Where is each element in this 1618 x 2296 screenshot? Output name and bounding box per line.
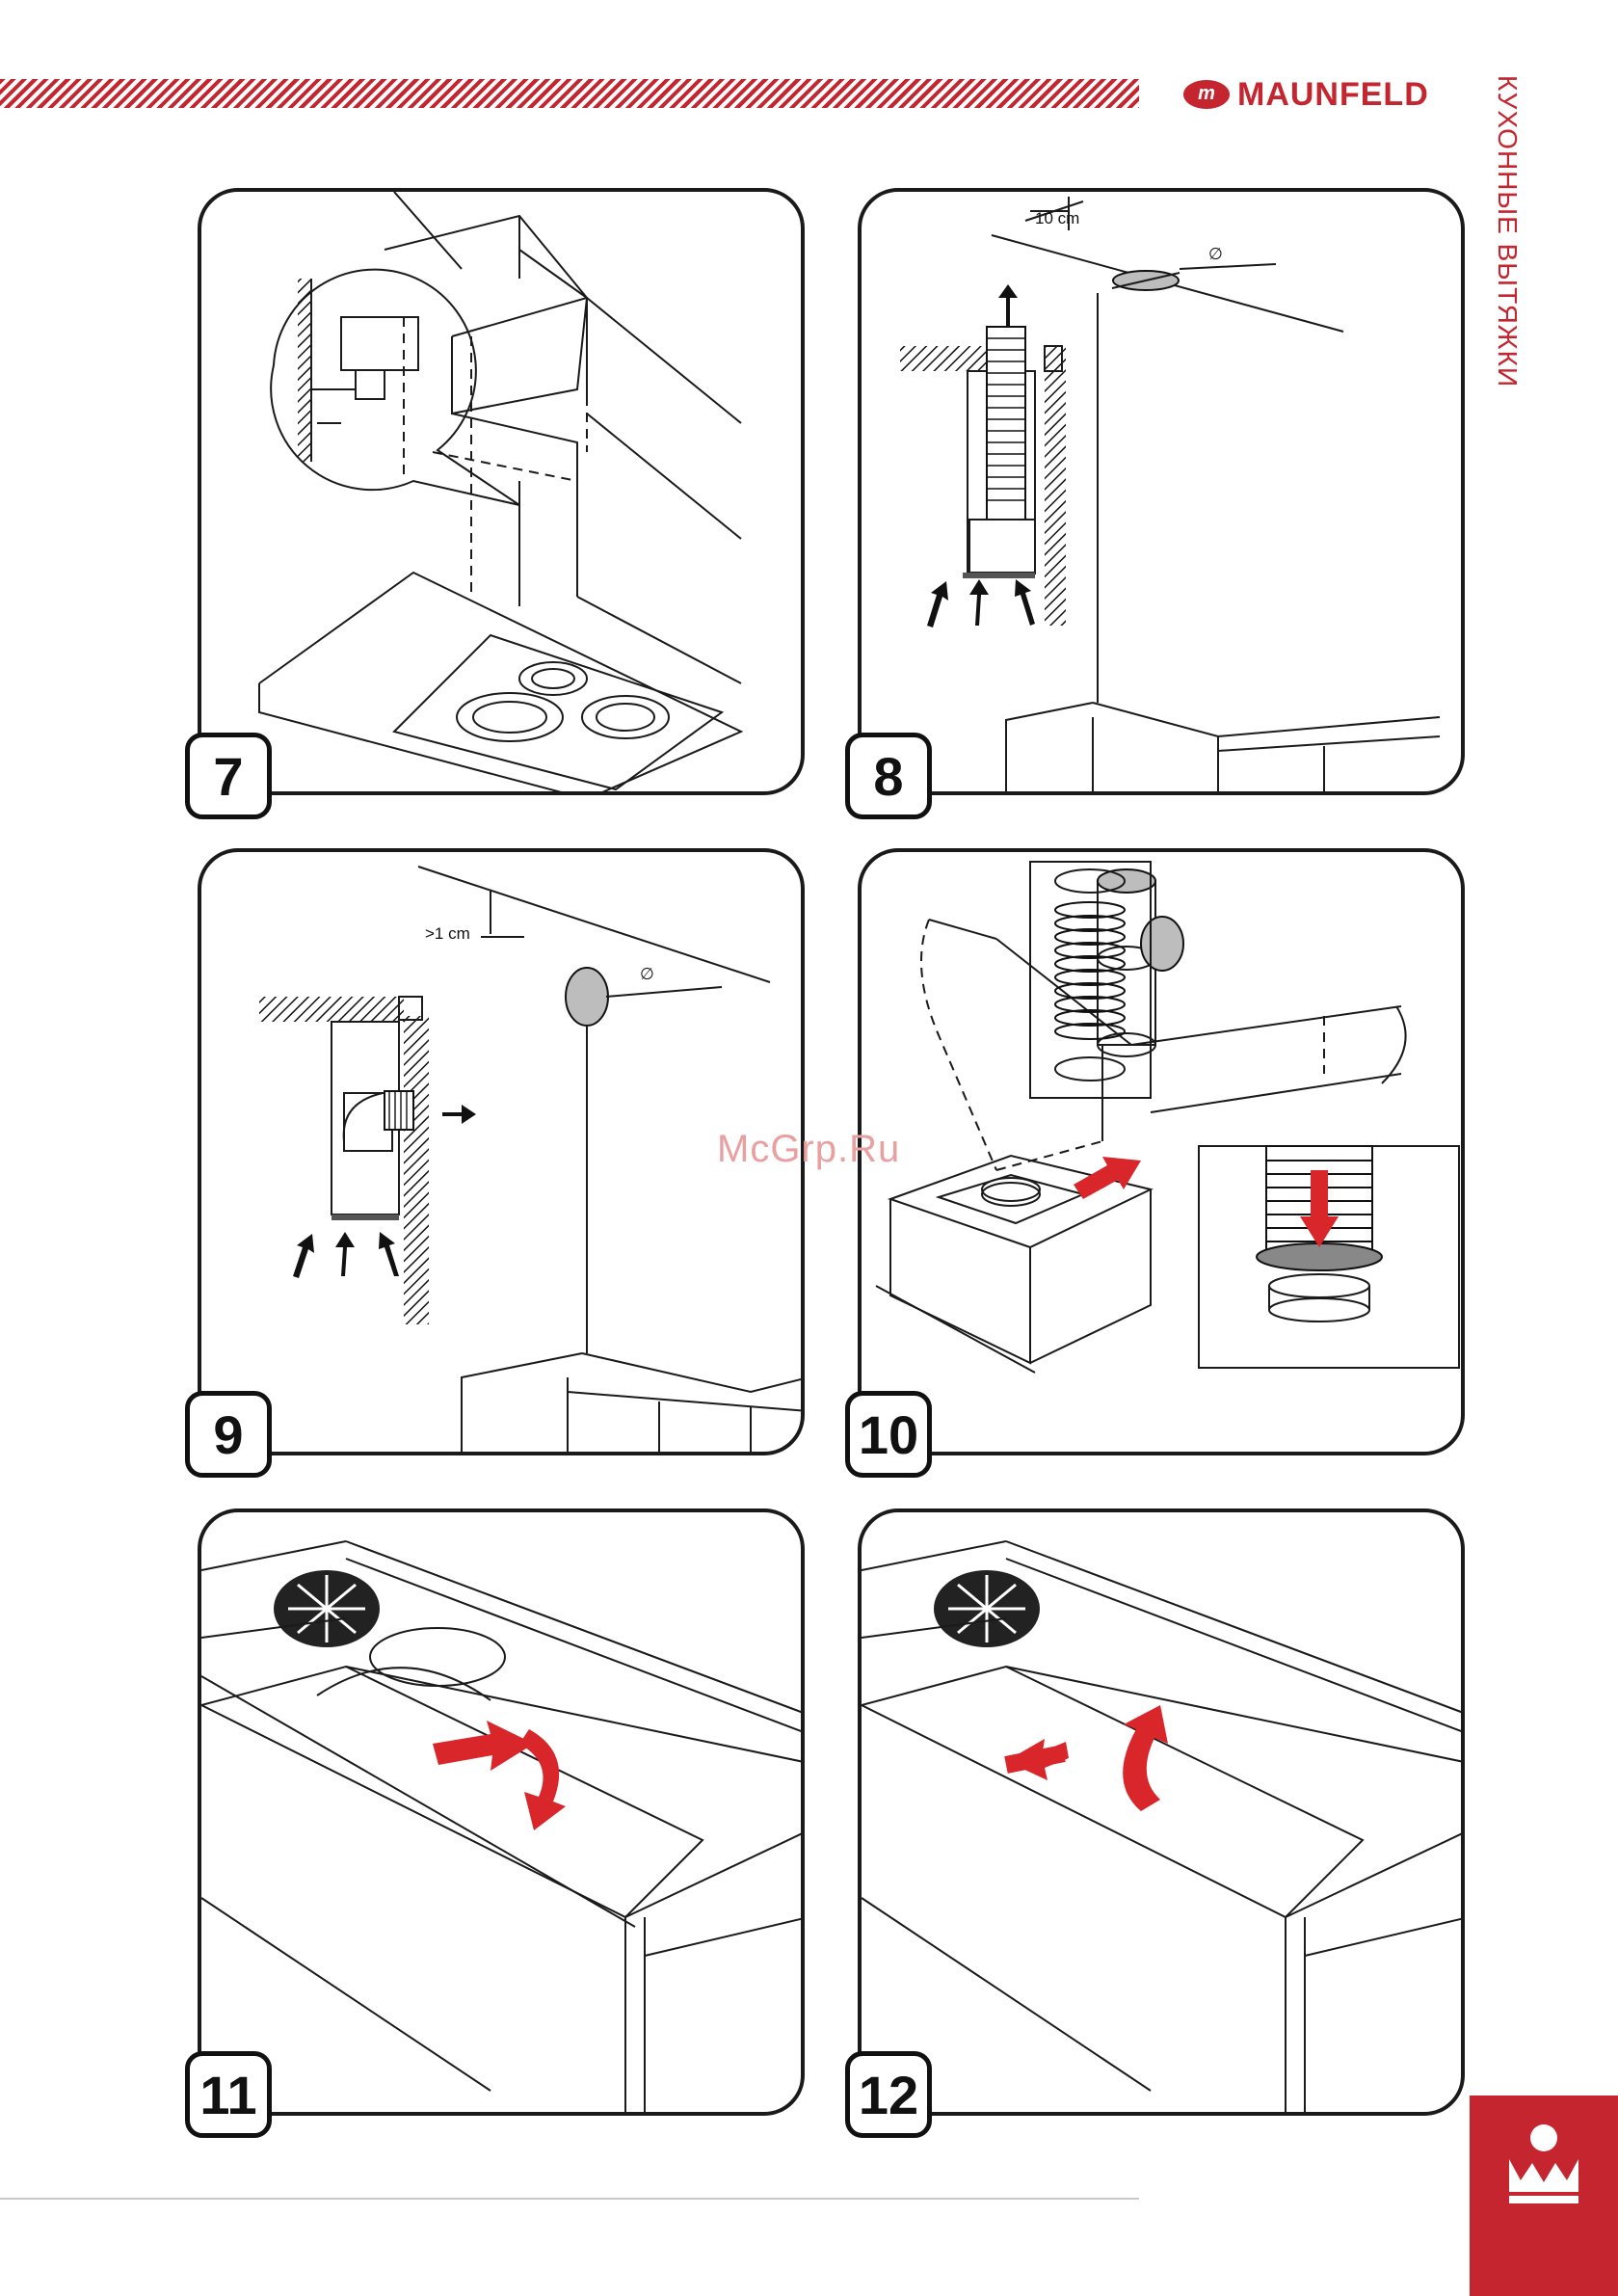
step-8-panel: 10 cm ∅	[858, 188, 1465, 795]
step-9-diameter: ∅	[640, 965, 654, 983]
crown-tab	[1470, 2096, 1618, 2296]
step-11-number: 11	[185, 2051, 272, 2138]
crown-icon	[1499, 2121, 1588, 2207]
step-12-number: 12	[845, 2051, 932, 2138]
step-12-illustration	[862, 1512, 1465, 2116]
footer-divider	[0, 2198, 1139, 2200]
watermark: McGrp.Ru	[717, 1128, 900, 1171]
step-7-panel	[198, 188, 805, 795]
step-9-dim-label: >1 cm	[425, 924, 470, 943]
brand-logo: MAUNFELD	[1183, 75, 1429, 114]
step-10-panel	[858, 848, 1465, 1455]
step-12-panel	[858, 1508, 1465, 2116]
header-hatch-band	[0, 79, 1139, 108]
step-11-illustration	[201, 1512, 805, 2116]
step-9-number: 9	[185, 1391, 272, 1478]
side-section-label: КУХОННЫЕ ВЫТЯЖКИ	[1492, 75, 1523, 387]
step-8-illustration: 10 cm ∅	[862, 192, 1465, 795]
step-9-illustration: >1 cm ∅	[201, 852, 805, 1455]
brand-name: MAUNFELD	[1237, 76, 1429, 114]
step-10-number: 10	[845, 1391, 932, 1478]
step-8-dim-label: 10 cm	[1035, 209, 1079, 227]
step-7-illustration	[201, 192, 805, 795]
step-8-diameter: ∅	[1208, 245, 1223, 263]
step-10-illustration	[862, 852, 1465, 1455]
step-7-number: 7	[185, 733, 272, 819]
step-9-panel: >1 cm ∅	[198, 848, 805, 1455]
step-8-number: 8	[845, 733, 932, 819]
step-11-panel	[198, 1508, 805, 2116]
maunfeld-logo-icon	[1183, 80, 1230, 109]
